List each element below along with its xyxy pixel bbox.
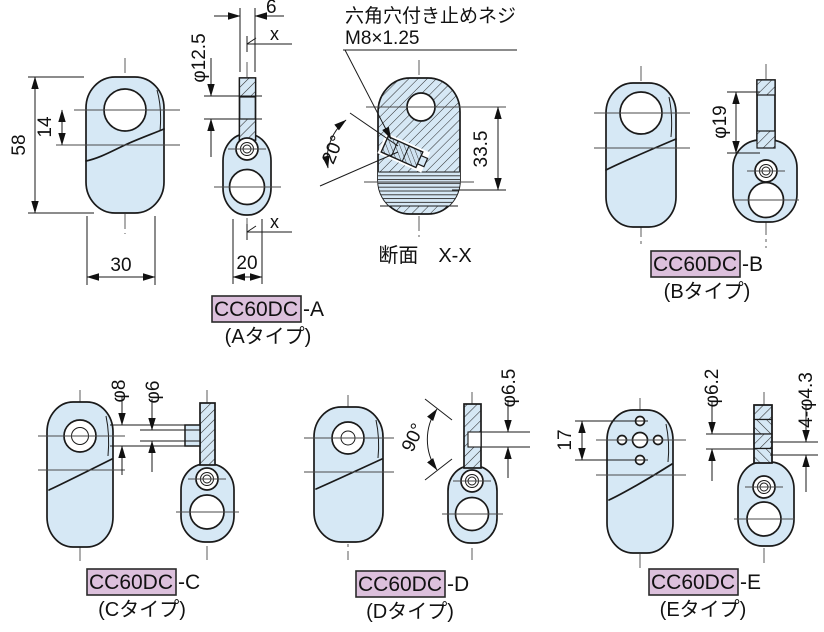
type-a-side-view [214,62,281,243]
section-title: 断面 X-X [378,244,471,267]
dim-sec-depth: 33.5 [471,131,492,168]
type-d-dimensions: 90° φ6.5 [398,369,530,481]
type-e-dimensions: 17 φ6.2 4-φ4.3 [555,369,818,492]
dim-e-holes: 4-φ4.3 [796,372,817,428]
section-mark-bottom: x [270,212,279,232]
part-code-d: CC60DC [358,573,442,596]
type-e-front-view [596,398,686,568]
dim-d-angle: 90° [398,420,429,455]
dim-a-stem-width: 6 [266,0,277,18]
type-d-side-view [442,392,503,560]
type-b-dimensions: φ19 [710,91,760,154]
type-label-e: (Eタイプ) [660,598,747,621]
type-c-dimensions: φ8 φ6 [109,380,186,475]
type-e-side-view [734,392,795,566]
dim-a-body-width: 20 [236,253,257,274]
part-code-e: CC60DC [651,571,735,594]
part-code-a: CC60DC [214,298,298,321]
part-code-c: CC60DC [89,571,173,594]
dim-e-spacing: 17 [555,429,576,450]
cross-section-view [364,60,506,237]
dim-a-width: 30 [110,255,131,276]
label-type-e: CC60DC -E (Eタイプ) [648,568,761,621]
set-screw [377,133,431,173]
cross-section-annotations: 六角穴付き止めネジ M8×1.25 20° 33.5 断面 X-X [318,5,517,267]
part-suffix-a: -A [303,298,324,321]
type-label-b: (Bタイプ) [664,280,751,303]
dim-sec-angle: 20° [318,133,348,168]
dim-a-stem-dia: φ12.5 [189,33,210,82]
type-label-d: (Dタイプ) [366,600,454,623]
type-a-front-dimensions: 58 14 30 [9,76,156,285]
dim-a-height: 58 [9,134,30,155]
type-d-front-view [304,395,394,560]
part-code-b: CC60DC [653,253,737,276]
dim-c-pin-dia: φ6 [143,381,164,404]
label-type-c: CC60DC -C (Cタイプ) [86,568,200,621]
type-c-front-view [38,390,125,562]
dim-a-hole-offset: 14 [35,116,56,138]
dim-e-hole-dia: φ6.2 [702,369,723,408]
part-suffix-d: -D [447,573,469,596]
type-b-front-view [594,66,690,244]
dim-d-hole-dia: φ6.5 [499,369,520,408]
part-suffix-e: -E [740,571,761,594]
label-type-a: CC60DC -A (Aタイプ) [211,295,324,348]
part-suffix-b: -B [742,253,763,276]
type-c-side-view [176,390,239,560]
part-suffix-c: -C [178,571,200,594]
type-a-front-view [56,58,180,234]
type-label-a: (Aタイプ) [225,325,312,348]
dim-c-boss-dia: φ8 [109,380,130,403]
section-mark-top: x [270,24,279,44]
screw-note-line1: 六角穴付き止めネジ [345,5,516,27]
type-label-c: (Cタイプ) [98,598,186,621]
label-type-b: CC60DC -B (Bタイプ) [650,250,763,303]
type-a-side-dimensions: 6 x x φ12.5 20 [189,0,292,284]
label-type-d: CC60DC -D (Dタイプ) [355,570,469,623]
screw-note-line2: M8×1.25 [345,28,419,49]
dim-b-stem-dia: φ19 [710,105,731,138]
type-b-side-view [732,64,799,248]
